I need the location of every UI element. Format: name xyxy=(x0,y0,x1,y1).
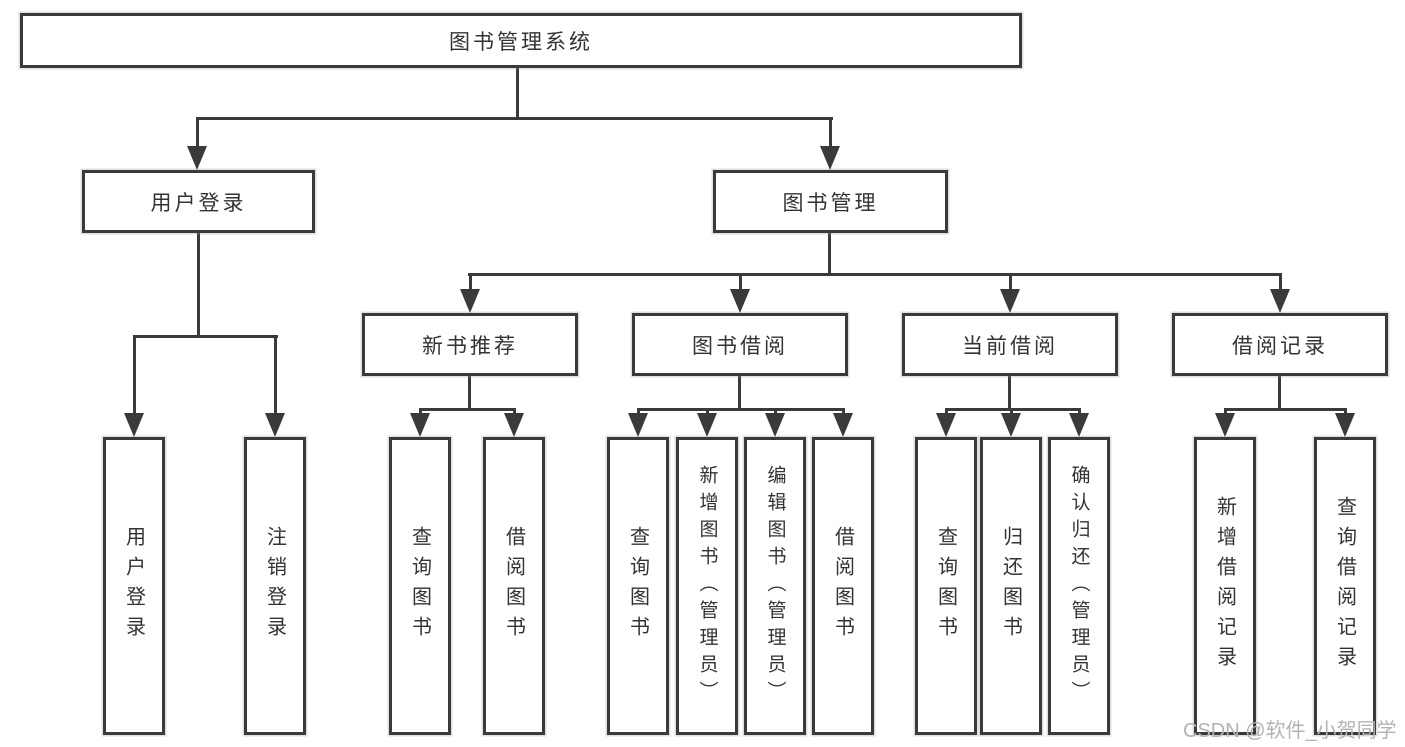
arrow-down-icon xyxy=(460,289,480,313)
node-current-borrowing: 当前借阅 xyxy=(902,313,1118,376)
connector-line xyxy=(706,408,709,416)
arrow-down-icon xyxy=(1001,413,1021,437)
connector-line xyxy=(1224,408,1227,416)
connector-line xyxy=(196,117,833,120)
leaf-add-borrow-record: 新增借阅记录 xyxy=(1194,437,1256,735)
connector-line xyxy=(1279,273,1282,293)
connector-line xyxy=(469,273,472,293)
arrow-down-icon xyxy=(1215,413,1235,437)
arrow-down-icon xyxy=(124,413,144,437)
arrow-down-icon xyxy=(265,413,285,437)
leaf-user-login: 用户登录 xyxy=(103,437,165,735)
connector-line xyxy=(739,273,742,293)
arrow-down-icon xyxy=(936,413,956,437)
csdn-watermark: CSDN @软件_小贺同学 xyxy=(1183,720,1397,742)
connector-line xyxy=(1010,408,1013,416)
leaf-confirm-return-admin: 确认归还（管理员） xyxy=(1048,437,1110,735)
leaf-edit-books-admin: 编辑图书（管理员） xyxy=(744,437,806,735)
leaf-borrow-books-recommend: 借阅图书 xyxy=(483,437,545,735)
arrow-down-icon xyxy=(833,413,853,437)
connector-line xyxy=(828,230,831,275)
connector-line xyxy=(133,335,136,415)
leaf-query-books-borrowing: 查询图书 xyxy=(607,437,669,735)
connector-line xyxy=(1078,408,1081,416)
leaf-borrow-books-borrowing: 借阅图书 xyxy=(812,437,874,735)
node-book-borrowing: 图书借阅 xyxy=(632,313,848,376)
connector-line xyxy=(1008,374,1011,410)
connector-line xyxy=(513,408,516,416)
leaf-add-books-admin: 新增图书（管理员） xyxy=(676,437,738,735)
connector-line xyxy=(945,408,948,416)
connector-line xyxy=(1278,374,1281,410)
connector-line xyxy=(1009,273,1012,293)
node-library-management-system: 图书管理系统 xyxy=(20,13,1022,68)
connector-line xyxy=(196,117,199,150)
arrow-down-icon xyxy=(730,289,750,313)
connector-line xyxy=(516,66,519,119)
arrow-down-icon xyxy=(187,146,207,170)
arrow-down-icon xyxy=(1335,413,1355,437)
connector-line xyxy=(637,408,640,416)
connector-line xyxy=(842,408,845,416)
connector-line xyxy=(274,335,277,415)
arrow-down-icon xyxy=(697,413,717,437)
connector-line xyxy=(738,374,741,410)
connector-line xyxy=(468,273,1282,276)
arrow-down-icon xyxy=(410,413,430,437)
connector-line xyxy=(133,335,278,338)
arrow-down-icon xyxy=(1270,289,1290,313)
node-borrowing-records: 借阅记录 xyxy=(1172,313,1388,376)
leaf-return-books: 归还图书 xyxy=(980,437,1042,735)
connector-line xyxy=(197,230,200,337)
connector-line xyxy=(774,408,777,416)
leaf-query-borrow-record: 查询借阅记录 xyxy=(1314,437,1376,735)
connector-line xyxy=(1344,408,1347,416)
node-book-management: 图书管理 xyxy=(713,170,948,233)
node-new-book-recommend: 新书推荐 xyxy=(362,313,578,376)
leaf-logout: 注销登录 xyxy=(244,437,306,735)
connector-line xyxy=(419,408,516,411)
leaf-query-books-recommend: 查询图书 xyxy=(389,437,451,735)
arrow-down-icon xyxy=(765,413,785,437)
connector-line xyxy=(829,117,832,150)
arrow-down-icon xyxy=(820,146,840,170)
connector-line xyxy=(637,408,844,411)
arrow-down-icon xyxy=(1000,289,1020,313)
connector-line xyxy=(945,408,1081,411)
node-user-login: 用户登录 xyxy=(82,170,315,233)
arrow-down-icon xyxy=(1069,413,1089,437)
leaf-query-books-current: 查询图书 xyxy=(915,437,977,735)
arrow-down-icon xyxy=(628,413,648,437)
arrow-down-icon xyxy=(504,413,524,437)
connector-line xyxy=(419,408,422,416)
connector-line xyxy=(1224,408,1346,411)
connector-line xyxy=(468,374,471,410)
